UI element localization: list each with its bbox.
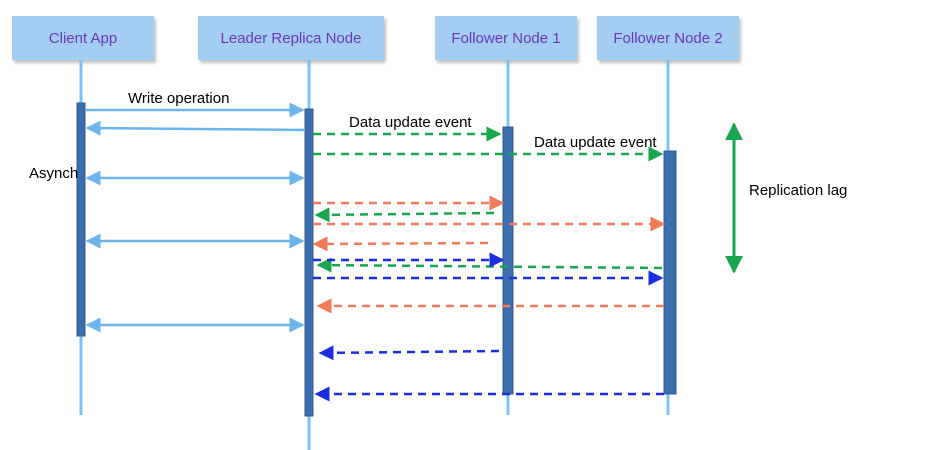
data-update-event-label-1: Data update event: [349, 114, 472, 131]
follower-1-green-return: [314, 207, 495, 223]
write-operation-label: Write operation: [128, 90, 230, 107]
participant-leader-replica-node: Leader Replica Node: [198, 16, 384, 60]
async-label: Asynch: [29, 165, 79, 182]
write-ack-arrow: [85, 120, 305, 136]
activation-follower-2: [663, 150, 677, 395]
activation-client-app: [76, 102, 86, 337]
orange-from-follower-1: [312, 236, 489, 252]
replication-lag-label: Replication lag: [749, 182, 848, 199]
activation-leader: [304, 108, 314, 417]
activation-follower-1: [502, 126, 514, 395]
follower-2-green-return: [316, 257, 663, 273]
participant-follower-node-1: Follower Node 1: [435, 16, 577, 60]
participant-client-app: Client App: [12, 16, 154, 60]
blue-from-follower-1: [318, 345, 500, 361]
participant-follower-node-2: Follower Node 2: [597, 16, 739, 60]
data-update-event-label-2: Data update event: [534, 134, 657, 151]
